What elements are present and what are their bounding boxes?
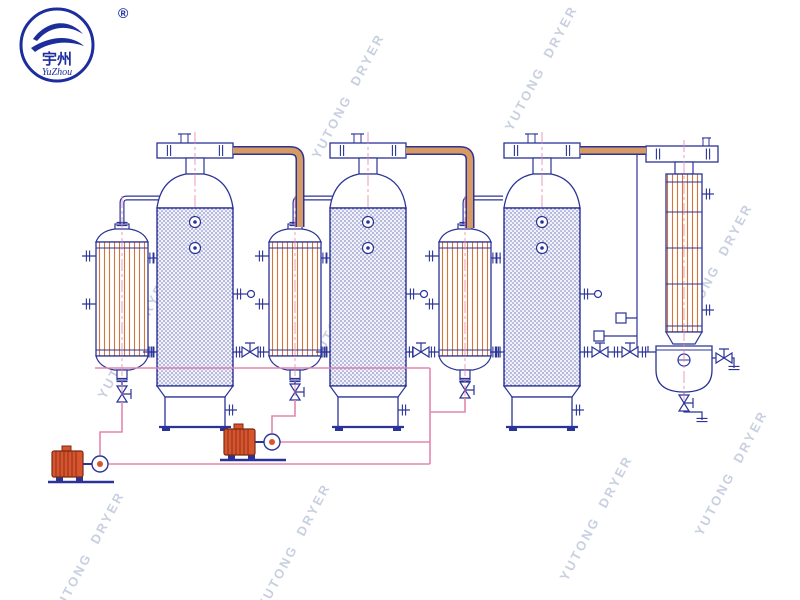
valve: [289, 383, 305, 401]
condenser: [645, 137, 719, 345]
watermark-text: YUTONG DRYER: [692, 408, 771, 539]
equipment-layer: [82, 134, 741, 431]
vapor-pipes: [233, 146, 646, 228]
valve: [621, 342, 639, 358]
evaporator-3: [490, 134, 602, 431]
logo-swoosh-icon: [33, 23, 83, 41]
logo-ring: [19, 7, 95, 83]
instrument-box: [615, 312, 627, 324]
watermark-text: YUTONG DRYER: [49, 489, 128, 600]
heater3-condensate: [430, 398, 466, 413]
vapor-pipe-1: [233, 146, 305, 227]
valve: [116, 385, 132, 403]
instrument-box: [593, 330, 605, 342]
valve: [591, 342, 609, 358]
watermark-text: YUTONG DRYER: [309, 31, 388, 162]
registered-mark: ®: [118, 5, 129, 21]
evaporator-1: [143, 134, 255, 431]
receiver-flask: [655, 345, 741, 423]
pump-2: [218, 422, 288, 462]
watermark-text: YUTONG DRYER: [557, 453, 636, 584]
product-piping: [95, 367, 466, 465]
logo-chinese-text: 宇州: [42, 50, 72, 68]
heater-3: [425, 198, 503, 382]
valve: [459, 381, 475, 399]
pump1-suction: [99, 402, 123, 455]
valve: [241, 342, 259, 358]
pump-1: [46, 444, 116, 484]
vent-valve: [715, 348, 733, 364]
watermark-text: YUTONG DRYER: [255, 481, 334, 600]
pump2-suction: [271, 400, 296, 433]
brand-logo: 宇州 YuZhou: [19, 7, 95, 83]
logo-swoosh-icon: [31, 37, 84, 52]
vapor-pipe-2: [406, 146, 475, 228]
logo-latin-text: YuZhou: [42, 67, 72, 78]
evaporator-2: [316, 134, 428, 431]
watermark-text: YUTONG DRYER: [502, 3, 581, 134]
valve: [412, 342, 430, 358]
centerlines: [121, 132, 685, 400]
drain-valve: [678, 394, 694, 412]
